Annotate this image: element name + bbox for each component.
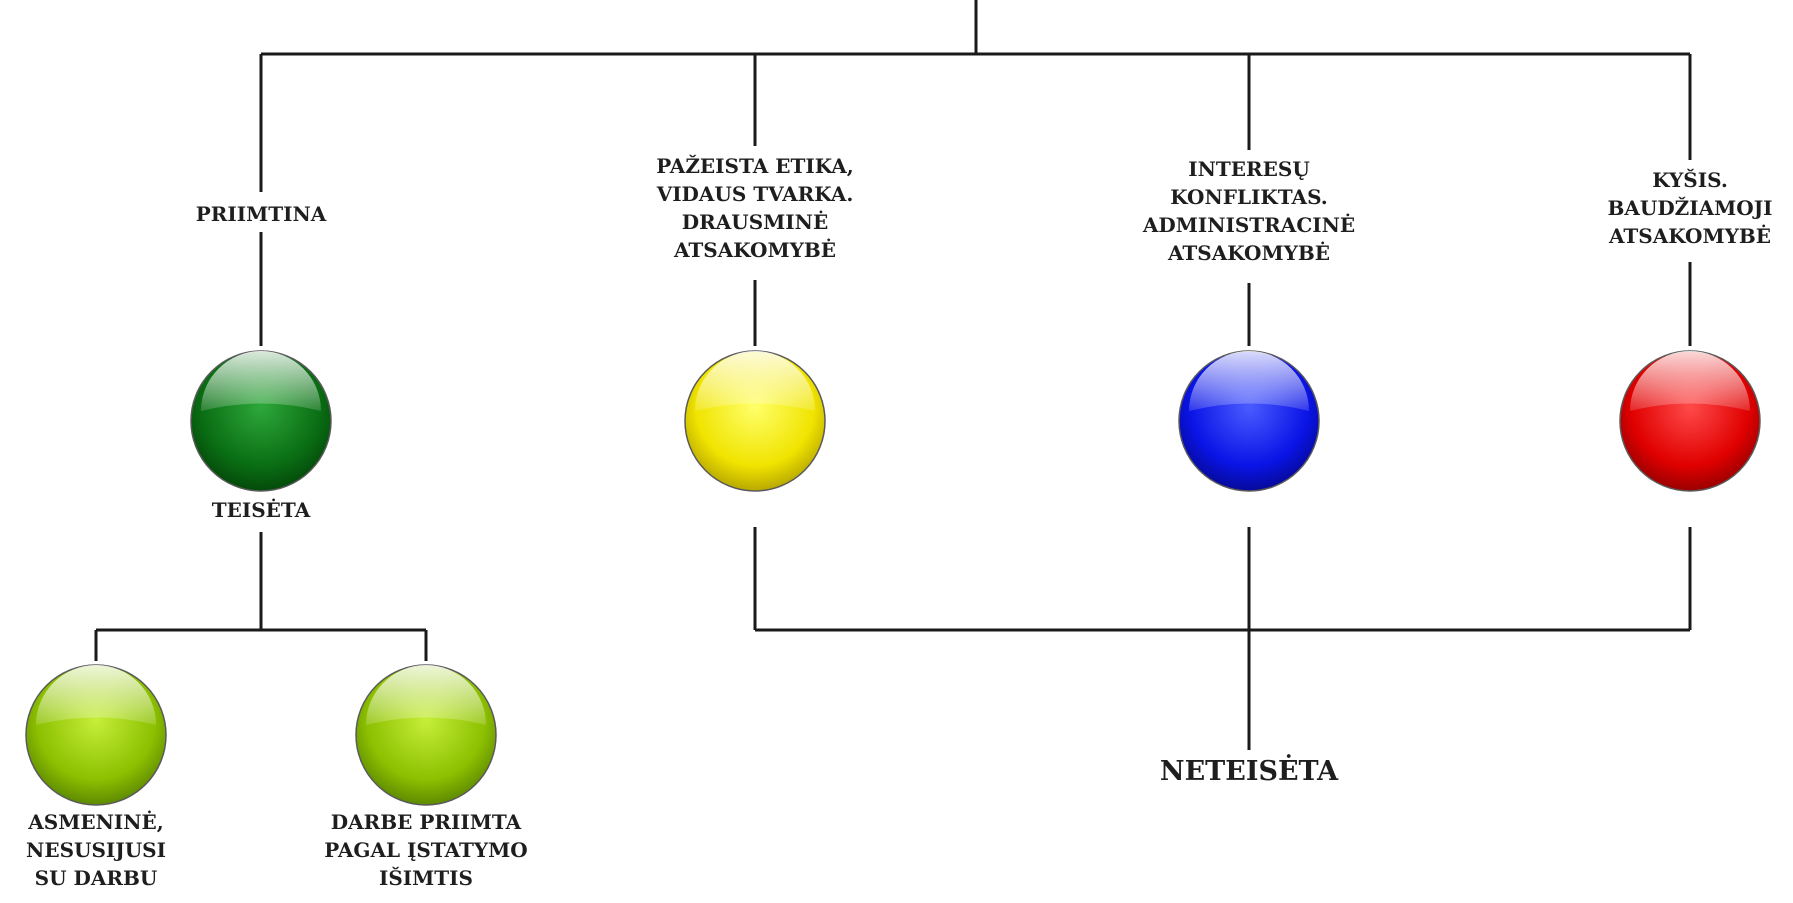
label-conflict: INTERESŲ KONFLIKTAS. ADMINISTRACINĖ ATSA…: [1142, 157, 1356, 265]
label-personal: ASMENINĖ, NESUSIJUSI SU DARBU: [26, 810, 166, 890]
connector-lines: [94, 0, 1692, 750]
sphere-lightgreen-personal: [25, 664, 167, 806]
sphere-green: [190, 350, 332, 492]
label-exception: DARBE PRIIMTA PAGAL ĮSTATYMO IŠIMTIS: [324, 810, 528, 890]
sphere-red: [1619, 350, 1761, 492]
label-acceptable: PRIIMTINA: [195, 202, 327, 226]
label-illegal: NETEISĖTA: [1159, 756, 1339, 787]
label-ethics: PAŽEISTA ETIKA, VIDAUS TVARKA. DRAUSMINĖ…: [656, 154, 854, 262]
label-bribe: KYŠIS. BAUDŽIAMOJI ATSAKOMYBĖ: [1607, 168, 1773, 248]
label-legal: TEISĖTA: [211, 498, 311, 522]
sphere-lightgreen-exception: [355, 664, 497, 806]
sphere-yellow: [684, 350, 826, 492]
sphere-blue: [1178, 350, 1320, 492]
